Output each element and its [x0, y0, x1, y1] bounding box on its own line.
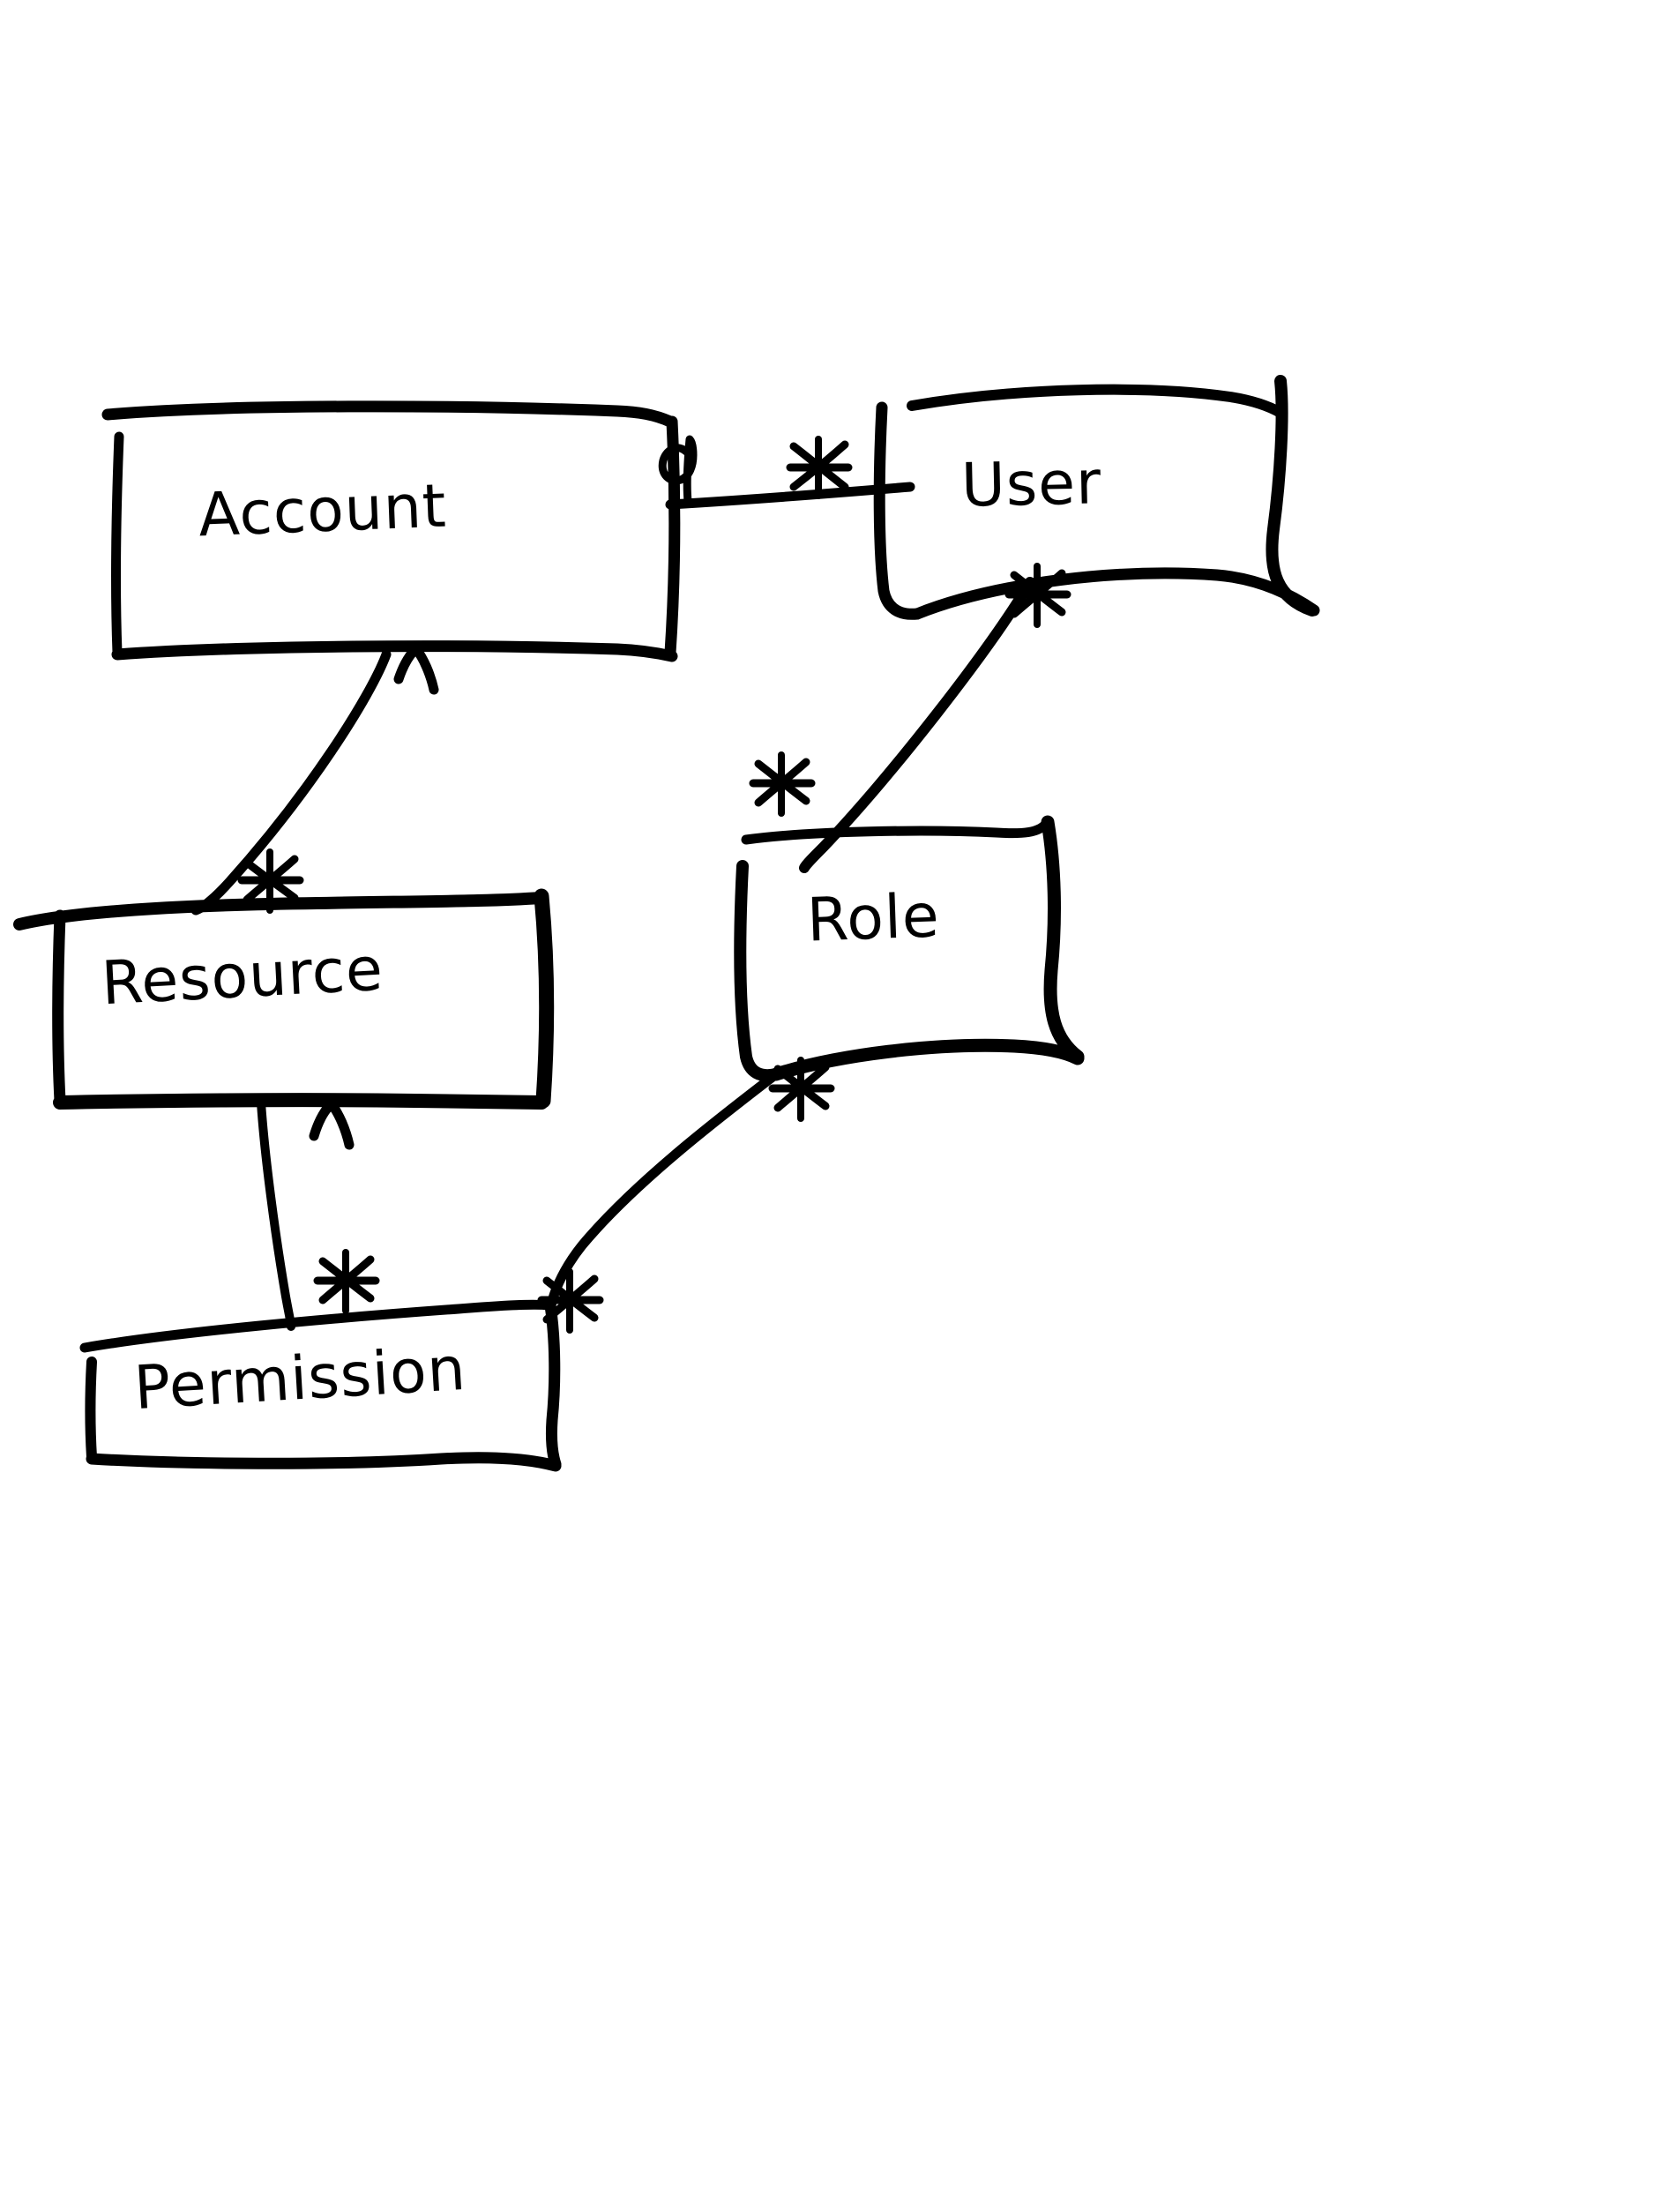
multiplicity-resource-permission-one [309, 1099, 355, 1150]
multiplicity-account-resource-one [393, 644, 439, 695]
entity-box-user[interactable] [873, 375, 1320, 620]
multiplicity-account-user-one [658, 435, 698, 505]
multiplicity-role-user-many [749, 751, 816, 817]
multiplicity-role-permission-many [768, 1057, 835, 1122]
entity-box-resource[interactable] [13, 888, 555, 1110]
entity-label-user: User [960, 448, 1102, 521]
multiplicity-user-role-many [1004, 563, 1071, 628]
multiplicity-user-account-many [786, 436, 853, 499]
relationship-line-resource-permission [257, 1098, 295, 1331]
entity-box-permission[interactable] [79, 1299, 562, 1472]
relationship-line-account-user [665, 482, 915, 510]
entity-label-role: Role [805, 881, 941, 956]
relationship-line-account-resource [190, 649, 392, 916]
multiplicity-permission-resource-many [313, 1249, 380, 1314]
multiplicity-permission-role-many [537, 1268, 604, 1334]
entity-box-role[interactable] [734, 815, 1085, 1082]
entity-label-account: Account [197, 471, 448, 551]
multiplicity-resource-account-many [237, 848, 304, 914]
entity-label-resource: Resource [100, 934, 385, 1020]
relationship-line-role-permission [545, 1069, 781, 1316]
relationship-line-user-role [799, 577, 1035, 873]
